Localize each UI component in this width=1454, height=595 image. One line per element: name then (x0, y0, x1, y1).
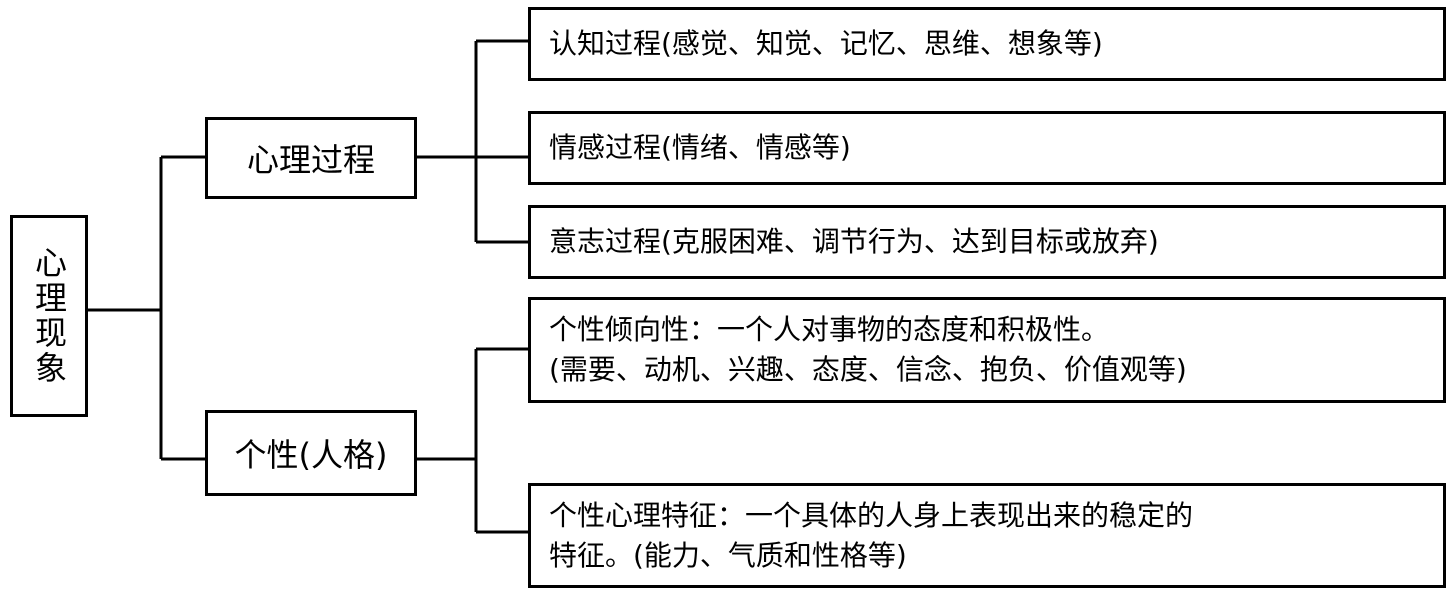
root-node: 心理现象 (10, 215, 88, 417)
leaf-node-cognitive-process: 认知过程(感觉、知觉、记忆、思维、想象等) (528, 7, 1446, 81)
branch-node-psychological-process: 心理过程 (205, 117, 417, 199)
leaf-node-emotional-process: 情感过程(情绪、情感等) (528, 111, 1446, 185)
leaf-node-text: 意志过程(克服困难、调节行为、达到目标或放弃) (549, 225, 1159, 258)
leaf-node-line: 特征。(能力、气质和性格等) (549, 538, 907, 572)
branch-node-personality: 个性(人格) (205, 410, 417, 496)
leaf-node-volitional-process: 意志过程(克服困难、调节行为、达到目标或放弃) (528, 205, 1446, 279)
leaf-node-line: 个性倾向性：一个人对事物的态度和积极性。 (549, 313, 1110, 346)
branch-node-label: 心理过程 (246, 141, 375, 179)
leaf-node-text: 情感过程(情绪、情感等) (549, 131, 851, 164)
root-node-label: 心理现象 (30, 246, 68, 386)
branch-node-label: 个性(人格) (234, 436, 388, 474)
leaf-node-personality-traits: 个性心理特征：一个具体的人身上表现出来的稳定的 特征。(能力、气质和性格等) (528, 483, 1446, 588)
leaf-node-line: 个性心理特征：一个具体的人身上表现出来的稳定的 (549, 498, 1194, 532)
leaf-node-text: 认知过程(感觉、知觉、记忆、思维、想象等) (549, 27, 1103, 60)
leaf-node-line: (需要、动机、兴趣、态度、信念、抱负、价值观等) (549, 353, 1187, 386)
leaf-node-personality-tendency: 个性倾向性：一个人对事物的态度和积极性。 (需要、动机、兴趣、态度、信念、抱负、… (528, 297, 1446, 403)
